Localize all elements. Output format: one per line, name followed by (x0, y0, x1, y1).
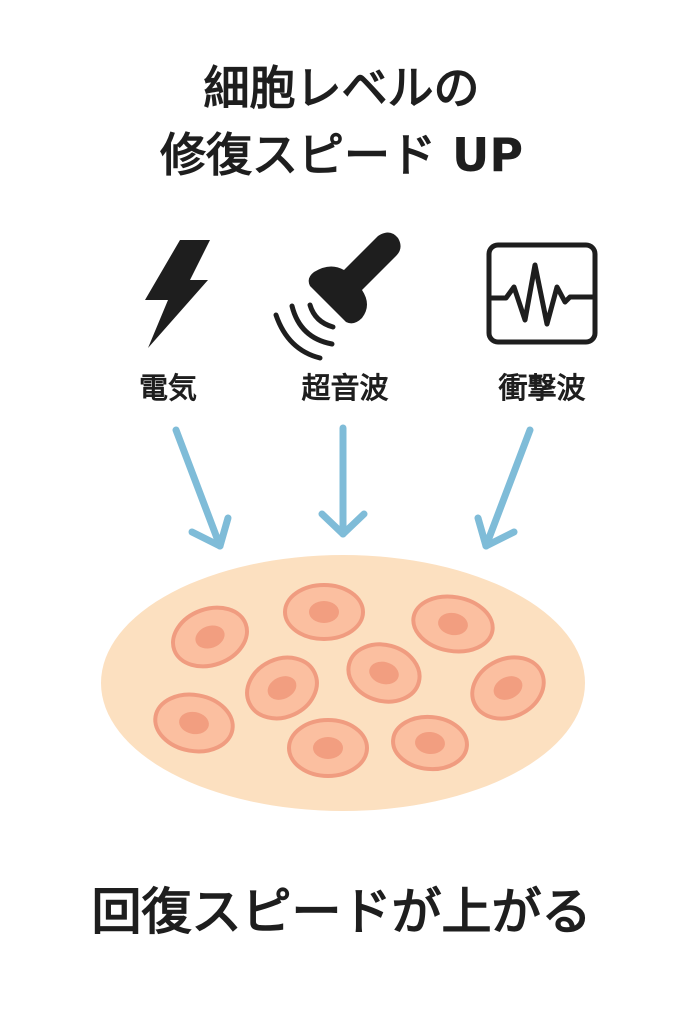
cell-nucleus (179, 711, 209, 735)
cell-nucleus (493, 676, 523, 700)
label-shockwave: 衝撃波 (498, 371, 586, 405)
arrow-left (172, 426, 232, 550)
title-line-1: 細胞レベルの (203, 61, 480, 115)
cell (346, 642, 422, 704)
label-ultrasound: 超音波 (301, 371, 389, 405)
ultrasound-probe-icon (273, 232, 401, 361)
label-electricity: 電気 (138, 371, 197, 405)
cell-nucleus (309, 601, 339, 623)
cell (391, 714, 469, 772)
cell (245, 655, 319, 721)
cell-nucleus (195, 625, 225, 649)
lightning-icon (145, 240, 210, 348)
arrows (172, 424, 534, 550)
cell-nucleus (313, 737, 343, 759)
cell (287, 718, 369, 778)
cell-nucleus (267, 676, 297, 700)
cell (283, 583, 365, 641)
cell-nucleus (415, 731, 445, 755)
cell (171, 605, 249, 669)
waveform-monitor-icon (486, 242, 598, 345)
title-line-2: 修復スピード UP (159, 128, 524, 182)
cell (411, 594, 495, 654)
footer-text: 回復スピードが上がる (91, 883, 592, 941)
cells (153, 583, 546, 778)
arrow-center (318, 424, 368, 538)
cell (153, 692, 235, 754)
cell-nucleus (438, 612, 468, 636)
cell-nucleus (369, 661, 399, 685)
cell (470, 655, 546, 721)
arrow-right (474, 426, 534, 550)
